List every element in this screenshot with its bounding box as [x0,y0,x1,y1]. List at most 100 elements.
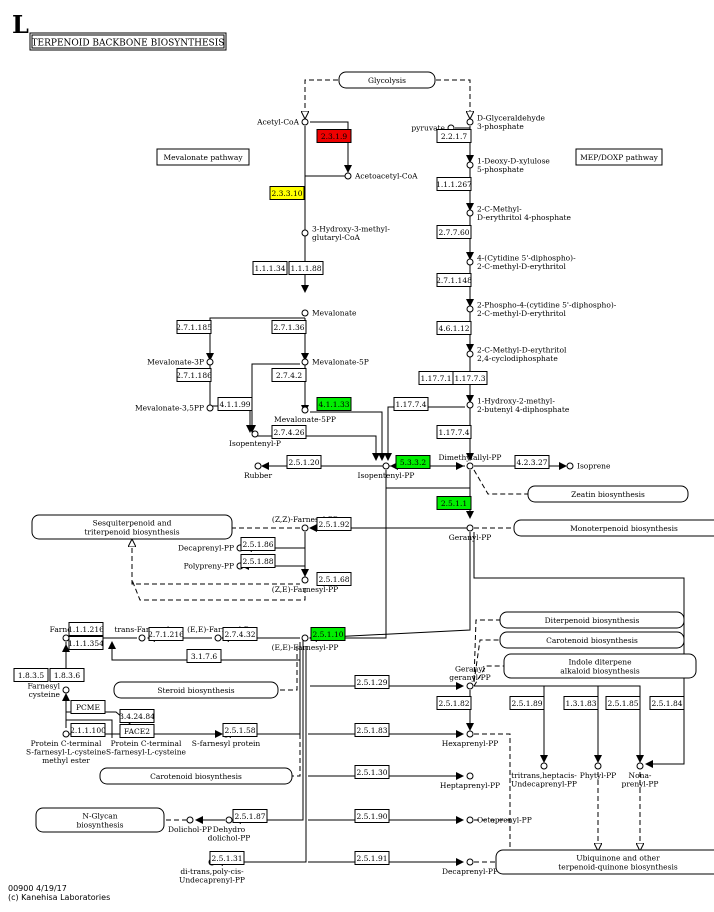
enzyme-2-5-1-87[interactable]: 2.5.1.87 [232,809,268,823]
enzyme-box[interactable] [563,696,599,710]
map-link-box[interactable] [503,653,697,679]
enzyme-box[interactable] [119,709,155,723]
enzyme-2-7-4-2[interactable]: 2.7.4.2 [271,368,307,382]
compound-node[interactable] [466,401,474,409]
compound-node[interactable] [466,118,474,126]
compound-mev5p[interactable]: Mevalonate-5P [301,358,369,367]
compound-gpp[interactable]: Geranyl-PP [449,524,492,542]
compound-node[interactable] [301,524,309,532]
enzyme-box[interactable] [186,649,222,663]
enzyme-box[interactable] [271,425,307,439]
enzyme-2-5-1-20[interactable]: 2.5.1.20 [286,455,322,469]
enzyme-1-17-7-4[interactable]: 1.17.7.4 [393,397,429,411]
compound-pcme[interactable]: Protein C-terminalS-farnesyl-L-cysteinem… [26,730,107,765]
enzyme-box[interactable] [176,320,212,334]
enzyme-box[interactable] [436,129,472,143]
compound-polypreny[interactable]: Polypreny-PP [184,562,244,571]
compound-ipp[interactable]: Isopentenyl-PP [358,462,415,480]
map-link-carot2[interactable]: Carotenoid biosynthesis [99,767,293,785]
compound-node[interactable] [466,161,474,169]
compound-node[interactable] [62,686,70,694]
compound-node[interactable] [225,816,233,824]
compound-zzfpp[interactable]: (Z,Z)-Farnesyl-PP [272,515,338,532]
compound-node[interactable] [382,462,390,470]
enzyme-box[interactable] [222,723,258,737]
compound-node[interactable] [466,209,474,217]
enzyme-2-7-1-186[interactable]: 2.7.1.186 [176,368,212,382]
enzyme-box[interactable] [605,696,641,710]
compound-node[interactable] [466,258,474,266]
compound-node[interactable] [566,462,574,470]
enzyme-box[interactable] [68,622,104,636]
enzyme-box[interactable] [119,724,155,738]
enzyme-2-7-1-216[interactable]: 2.7.1.216 [148,627,184,641]
enzyme-2-7-4-32[interactable]: 2.7.4.32 [222,627,258,641]
enzyme-1-1-1-216[interactable]: 1.1.1.216 [68,622,104,636]
compound-node[interactable] [466,772,474,780]
compound-decaprenyl1[interactable]: Decaprenyl-PP [178,544,244,553]
compound-undecaprenyl1[interactable]: tritrans,heptacis-Undecaprenyl-PP [511,762,577,789]
enzyme-box[interactable] [395,455,431,469]
compound-acetylcoa[interactable]: Acetyl-CoA [256,118,309,127]
map-link-box[interactable] [338,71,436,89]
enzyme-2-5-1-85[interactable]: 2.5.1.85 [605,696,641,710]
compound-hmgcoa[interactable]: 3-Hydroxy-3-methyl-glutaryl-CoA [301,224,390,242]
enzyme-box[interactable] [68,636,104,650]
enzyme-2-5-1-91[interactable]: 2.5.1.91 [354,851,390,865]
enzyme-box[interactable] [240,537,276,551]
map-link-box[interactable] [527,485,689,503]
enzyme-box[interactable] [354,675,390,689]
enzyme-box[interactable] [232,809,268,823]
enzyme-2-5-1-10[interactable]: 2.5.1.10 [310,627,346,641]
enzyme-4-6-1-12[interactable]: 4.6.1.12 [436,321,472,335]
map-link-carot1[interactable]: Carotenoid biosynthesis [499,631,685,649]
map-link-box[interactable] [499,611,685,629]
enzyme-box[interactable] [452,371,488,385]
enzyme-box[interactable] [222,627,258,641]
enzyme-box[interactable] [316,129,352,143]
enzyme-box[interactable] [316,517,352,531]
enzyme-2-5-1-82[interactable]: 2.5.1.82 [436,696,472,710]
enzyme-2-5-1-89[interactable]: 2.5.1.89 [509,696,545,710]
compound-phytyl[interactable]: Phytyl-PP [580,762,616,780]
enzyme-box[interactable] [217,397,253,411]
compound-node[interactable] [301,229,309,237]
compound-node[interactable] [254,462,262,470]
enzyme-2-7-1-148[interactable]: 2.7.1.148 [436,273,472,287]
map-link-zeatin[interactable]: Zeatin biosynthesis [527,485,689,503]
map-link-diterp[interactable]: Diterpenoid biosynthesis [499,611,685,629]
enzyme-2-1-1-100[interactable]: 2.1.1.100 [70,723,106,737]
map-link-mono[interactable]: Monoterpenoid biosynthesis [513,519,714,537]
compound-heptaprenyl[interactable]: Heptaprenyl-PP [440,772,500,790]
enzyme-2-5-1-92[interactable]: 2.5.1.92 [316,517,352,531]
enzyme-box[interactable] [354,765,390,779]
enzyme-2-3-1-9[interactable]: 2.3.1.9 [316,129,352,143]
enzyme-2-5-1-29[interactable]: 2.5.1.29 [354,675,390,689]
map-link-box[interactable] [513,519,714,537]
enzyme-1-1-1-88[interactable]: 1.1.1.88 [288,261,324,275]
compound-cdpmep[interactable]: 2-Phospho-4-(cytidine 5'-diphospho)-2-C-… [466,300,617,318]
map-link-steroid[interactable]: Steroid biosynthesis [113,681,279,699]
compound-node[interactable] [138,634,146,642]
enzyme-2-5-1-83[interactable]: 2.5.1.83 [354,723,390,737]
map-link-box[interactable] [31,514,233,540]
enzyme-1-17-7-1[interactable]: 1.17.7.1 [418,371,454,385]
compound-mev3p[interactable]: Mevalonate-3P [147,358,214,367]
enzyme-1-8-3-5[interactable]: 1.8.3.5 [13,668,49,682]
compound-hmbpp[interactable]: 1-Hydroxy-2-methyl-2-butenyl 4-diphospha… [466,396,570,414]
enzyme-box[interactable] [271,320,307,334]
enzyme-2-5-1-58[interactable]: 2.5.1.58 [222,723,258,737]
enzyme-2-7-4-26[interactable]: 2.7.4.26 [271,425,307,439]
compound-acetoacetylcoa[interactable]: Acetoacetyl-CoA [344,172,418,181]
enzyme-box[interactable] [288,261,324,275]
map-link-box[interactable] [113,681,279,699]
map-link-box[interactable] [35,807,165,833]
compound-node[interactable] [466,730,474,738]
enzyme-3-4-24-84[interactable]: 3.4.24.84 [119,709,155,723]
enzyme-4-1-1-33[interactable]: 4.1.1.33 [316,397,352,411]
compound-node[interactable] [301,406,309,414]
